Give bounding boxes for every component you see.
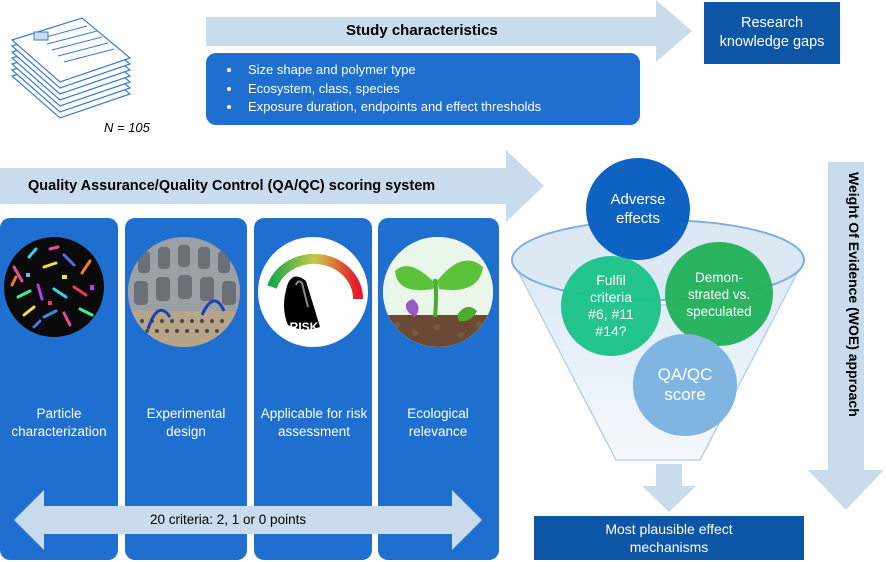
risk-text: RISK bbox=[290, 320, 319, 334]
study-characteristics-arrow bbox=[206, 0, 692, 62]
adverse-effects-label: Adverse effects bbox=[610, 191, 666, 227]
woe-arrow bbox=[808, 162, 884, 512]
column-label-experimental: Experimental design bbox=[146, 406, 226, 439]
woe-label: Weight Of Evidence (WOE) approach bbox=[846, 172, 862, 417]
mechanisms-label: Most plausible effect mechanisms bbox=[605, 521, 733, 555]
mechanisms-box: Most plausible effect mechanisms bbox=[534, 516, 804, 560]
list-item: Exposure duration, endpoints and effect … bbox=[242, 98, 640, 117]
criteria-double-arrow bbox=[14, 488, 482, 552]
list-item: Size shape and polymer type bbox=[242, 61, 640, 80]
column-label-risk: Applicable for risk assessment bbox=[260, 406, 368, 439]
study-characteristics-title: Study characteristics bbox=[346, 22, 498, 39]
column-label-ecological: Ecological relevance bbox=[407, 406, 469, 439]
research-gaps-box: Research knowledge gaps bbox=[704, 2, 840, 64]
risk-gauge-icon: RISK bbox=[258, 237, 368, 347]
qaqc-title: Quality Assurance/Quality Control (QA/QC… bbox=[28, 178, 436, 194]
paper-stack-icon bbox=[2, 14, 142, 132]
funnel-down-arrow bbox=[642, 464, 696, 512]
study-characteristics-list: Size shape and polymer type Ecosystem, c… bbox=[206, 61, 640, 117]
qaqc-score-circle: QA/QC score bbox=[633, 334, 737, 436]
qaqc-score-label: QA/QC score bbox=[657, 365, 713, 404]
list-item: Ecosystem, class, species bbox=[242, 80, 640, 99]
lab-setup-icon bbox=[128, 237, 240, 347]
qaqc-arrow bbox=[0, 150, 544, 222]
demonstrated-circle: Demon-strated vs. speculated bbox=[665, 242, 773, 346]
research-gaps-label: Research knowledge gaps bbox=[719, 15, 825, 50]
microplastic-particles-icon bbox=[4, 237, 104, 337]
study-characteristics-box: Size shape and polymer type Ecosystem, c… bbox=[206, 53, 640, 125]
study-count: N = 105 bbox=[104, 120, 150, 135]
column-label-particle: Particle characterization bbox=[11, 406, 107, 439]
criteria-label: 20 criteria: 2, 1 or 0 points bbox=[150, 512, 307, 527]
demonstrated-label: Demon-strated vs. speculated bbox=[686, 269, 752, 319]
adverse-effects-circle: Adverse effects bbox=[586, 158, 690, 260]
seedling-icon bbox=[383, 237, 493, 347]
fulfil-criteria-label: Fulfil criteria #6, #11 #14? bbox=[588, 272, 634, 339]
fulfil-criteria-circle: Fulfil criteria #6, #11 #14? bbox=[561, 256, 661, 356]
